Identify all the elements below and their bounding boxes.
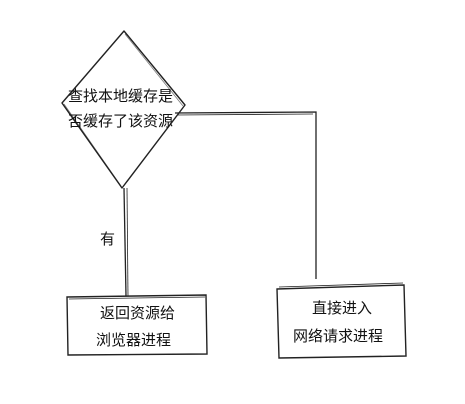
process-box-network-request	[276, 282, 407, 359]
decision-text-line2: 否缓存了该资源	[68, 112, 173, 130]
edge-yes-label: 有	[100, 230, 115, 248]
decision-node	[61, 30, 186, 189]
edge-no	[174, 111, 317, 279]
box-right-line2: 网络请求进程	[293, 327, 383, 345]
edge-no-line	[174, 111, 317, 279]
decision-text-line1: 查找本地缓存是	[68, 87, 173, 105]
decision-diamond-sketch	[63, 33, 184, 187]
box-left-line1: 返回资源给	[100, 304, 175, 322]
process-box-return-resource	[66, 294, 208, 356]
edge-yes	[123, 187, 129, 297]
edge-yes-line	[123, 187, 127, 297]
box-left-line2: 浏览器进程	[96, 331, 171, 349]
box-right-line1: 直接进入	[312, 299, 372, 317]
decision-diamond	[61, 30, 186, 189]
